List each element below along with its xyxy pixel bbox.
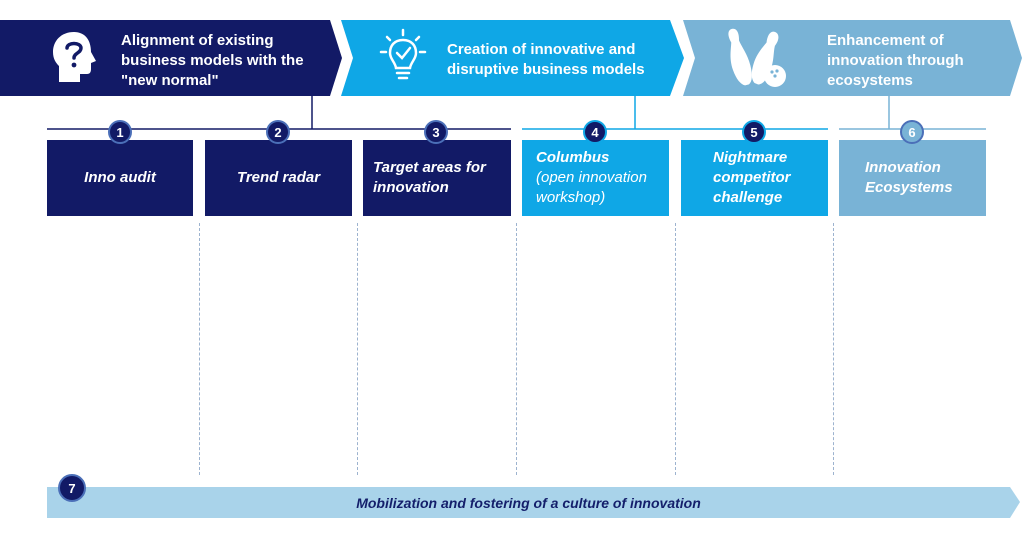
- step-6-title: Innovation Ecosystems: [865, 159, 953, 196]
- step-3-title: Target areas for innovation: [373, 159, 486, 196]
- step-badge-5: 5: [742, 120, 766, 144]
- step-box-3: Target areas for innovation: [363, 140, 511, 216]
- head-question-icon: [53, 32, 96, 82]
- step-1-title: Inno audit: [84, 169, 156, 186]
- column-divider: [357, 223, 358, 475]
- banner-phase-1-title: Alignment of existing business models wi…: [121, 32, 304, 89]
- step-box-2: Trend radar: [205, 140, 352, 216]
- banner-phase-2-shape: [341, 20, 684, 96]
- step-badge-3: 3: [424, 120, 448, 144]
- culture-arrow: [47, 487, 1020, 518]
- banner-phase-3-title: Enhancement of innovation through ecosys…: [827, 32, 964, 89]
- step-box-6: Innovation Ecosystems: [839, 140, 986, 216]
- step-box-4: Columbus (open innovation workshop): [522, 140, 669, 216]
- step-2-title: Trend radar: [236, 169, 321, 186]
- column-divider: [516, 223, 517, 475]
- step-badge-6: 6: [900, 120, 924, 144]
- connector-lines: [47, 96, 986, 130]
- banner-phase-2-title: Creation of innovative and disruptive bu…: [447, 41, 645, 78]
- column-divider: [833, 223, 834, 475]
- step-5-title: Nightmare competitor challenge: [713, 149, 791, 206]
- step-badge-4: 4: [583, 120, 607, 144]
- step-badge-1: 1: [108, 120, 132, 144]
- step-box-5: Nightmare competitor challenge: [681, 140, 828, 216]
- culture-label: Mobilization and fostering of a culture …: [356, 495, 701, 511]
- lightbulb-check-icon: [379, 28, 427, 80]
- culture-badge: 7: [58, 474, 86, 502]
- step-box-1: Inno audit: [47, 140, 193, 216]
- step-4-subtitle: (open innovation workshop): [536, 169, 647, 206]
- column-divider: [675, 223, 676, 475]
- step-4-title: Columbus: [536, 149, 610, 166]
- column-divider: [199, 223, 200, 475]
- bowling-pins-icon: [728, 28, 786, 87]
- step-badge-2: 2: [266, 120, 290, 144]
